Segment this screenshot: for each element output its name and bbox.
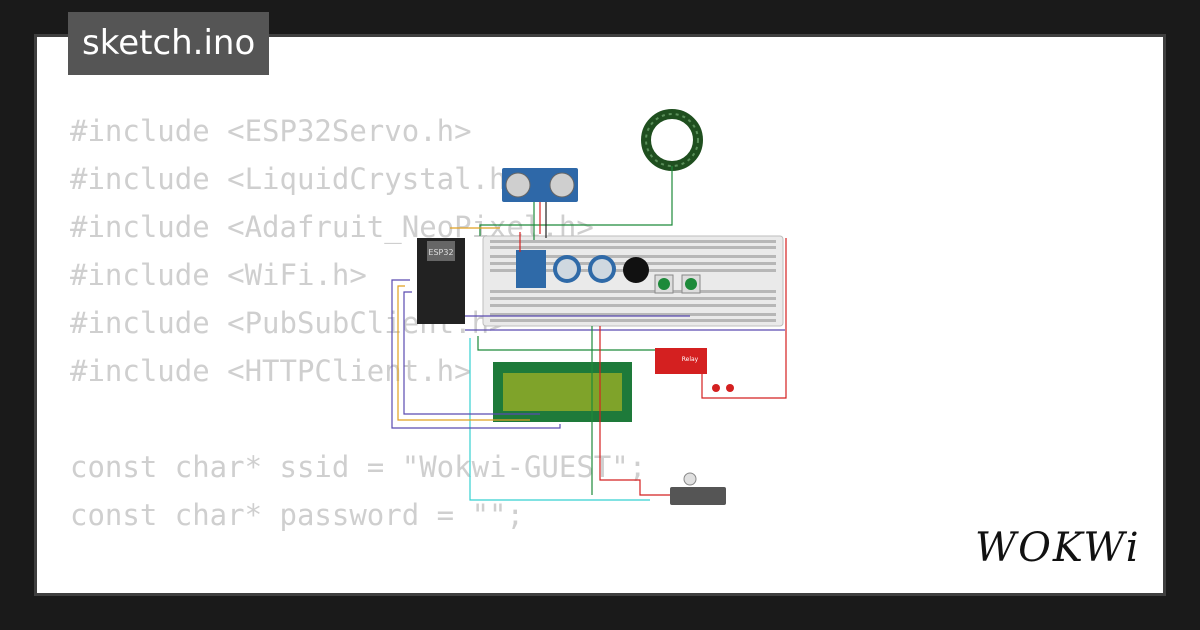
code-line: #include <Adafruit_NeoPixel.h>	[70, 210, 594, 244]
preview-card: #include <ESP32Servo.h> #include <LiquidC…	[34, 34, 1166, 596]
sketch-filename-tab[interactable]: sketch.ino	[68, 12, 270, 75]
code-background: #include <ESP32Servo.h> #include <LiquidC…	[70, 107, 647, 593]
esp32-label: ESP32	[428, 248, 453, 257]
code-line: #include <LiquidCrystal.h>	[70, 162, 524, 196]
code-line: #include <ESP32Servo.h>	[70, 114, 472, 148]
led-1	[712, 384, 720, 392]
sensor-module	[516, 250, 546, 288]
relay-label: Relay	[682, 356, 699, 363]
code-line: const char* password = "";	[70, 498, 524, 532]
ultrasonic-emitter	[505, 172, 531, 198]
circuit-wires	[391, 166, 787, 501]
ultrasonic-receiver	[549, 172, 575, 198]
code-line: const char* ssid = "Wokwi-GUEST";	[70, 450, 647, 484]
code-line: #include <HTTPClient.h>	[70, 354, 472, 388]
led-2	[726, 384, 734, 392]
lcd-screen	[503, 373, 622, 411]
neopixel-leds	[645, 113, 699, 167]
esp32-shield	[427, 241, 455, 261]
buzzer	[623, 257, 649, 283]
relay-module	[655, 348, 707, 374]
code-line: #include <WiFi.h>	[70, 258, 367, 292]
servo-motor	[670, 487, 726, 505]
wokwi-logo: WOKWi	[975, 525, 1141, 571]
